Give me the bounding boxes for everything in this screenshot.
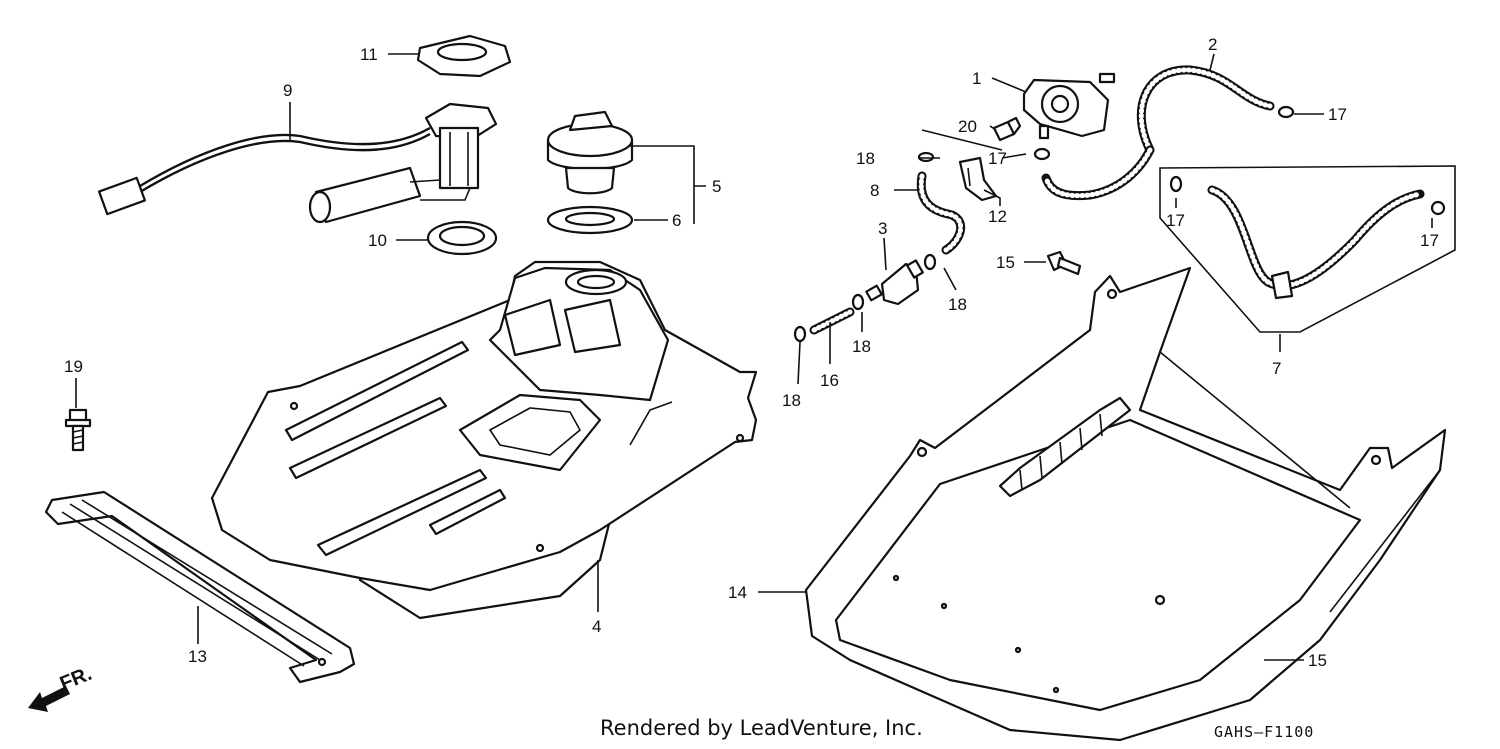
callout-17d: 17 [1420, 231, 1439, 250]
part-19-bolt[interactable] [64, 408, 92, 452]
part-3-fuel-filter[interactable] [865, 259, 924, 306]
callout-3: 3 [878, 219, 887, 238]
callout-20: 20 [958, 117, 977, 136]
part-9-fuel-pump[interactable] [98, 102, 498, 224]
callout-9: 9 [283, 81, 292, 100]
part-20-bolt[interactable] [992, 116, 1022, 142]
callout-7: 7 [1272, 359, 1281, 378]
callout-15a: 15 [996, 253, 1015, 272]
callout-13: 13 [188, 647, 207, 666]
part-6-gasket[interactable] [546, 205, 634, 235]
callout-6: 6 [672, 211, 681, 230]
callout-18d: 18 [782, 391, 801, 410]
part-14-undercover[interactable] [804, 266, 1447, 742]
callout-11: 11 [360, 45, 378, 64]
part-1-fuel-valve[interactable] [1022, 72, 1116, 140]
part-10-seal[interactable] [426, 220, 498, 256]
part-4-fuel-tank[interactable] [210, 260, 758, 620]
part-8-hose[interactable] [916, 171, 965, 255]
diagram-code: GAHS–F1100 [1214, 723, 1315, 741]
callout-8: 8 [870, 181, 879, 200]
credit-text: Rendered by LeadVenture, Inc. [600, 716, 923, 740]
part-16-pipe[interactable] [809, 307, 855, 335]
callout-17b: 17 [988, 149, 1007, 168]
part-7-hose-assembly[interactable] [1159, 165, 1456, 333]
callout-labels: 11 9 10 5 6 4 13 19 1 2 17 20 18 17 8 12… [64, 35, 1439, 670]
callout-18c: 18 [852, 337, 871, 356]
callout-2: 2 [1208, 35, 1217, 54]
part-11-lock-ring[interactable] [416, 34, 512, 78]
clips[interactable] [793, 105, 1446, 343]
part-13-strap[interactable] [44, 490, 356, 684]
callout-19: 19 [64, 357, 83, 376]
callout-5: 5 [712, 177, 721, 196]
part-2-hose[interactable] [1041, 65, 1275, 201]
callout-15b: 15 [1308, 651, 1327, 670]
callout-17c: 17 [1166, 211, 1185, 230]
leader-lines [75, 53, 1433, 661]
callout-18b: 18 [948, 295, 967, 314]
callout-10: 10 [368, 231, 387, 250]
callout-18a: 18 [856, 149, 875, 168]
callout-1: 1 [972, 69, 981, 88]
callout-4: 4 [592, 617, 601, 636]
callout-16: 16 [820, 371, 839, 390]
callout-17a: 17 [1328, 105, 1347, 124]
part-5-fuel-cap[interactable] [546, 110, 634, 195]
callout-14: 14 [728, 583, 747, 602]
front-arrow-icon [28, 686, 70, 712]
callout-12: 12 [988, 207, 1007, 226]
